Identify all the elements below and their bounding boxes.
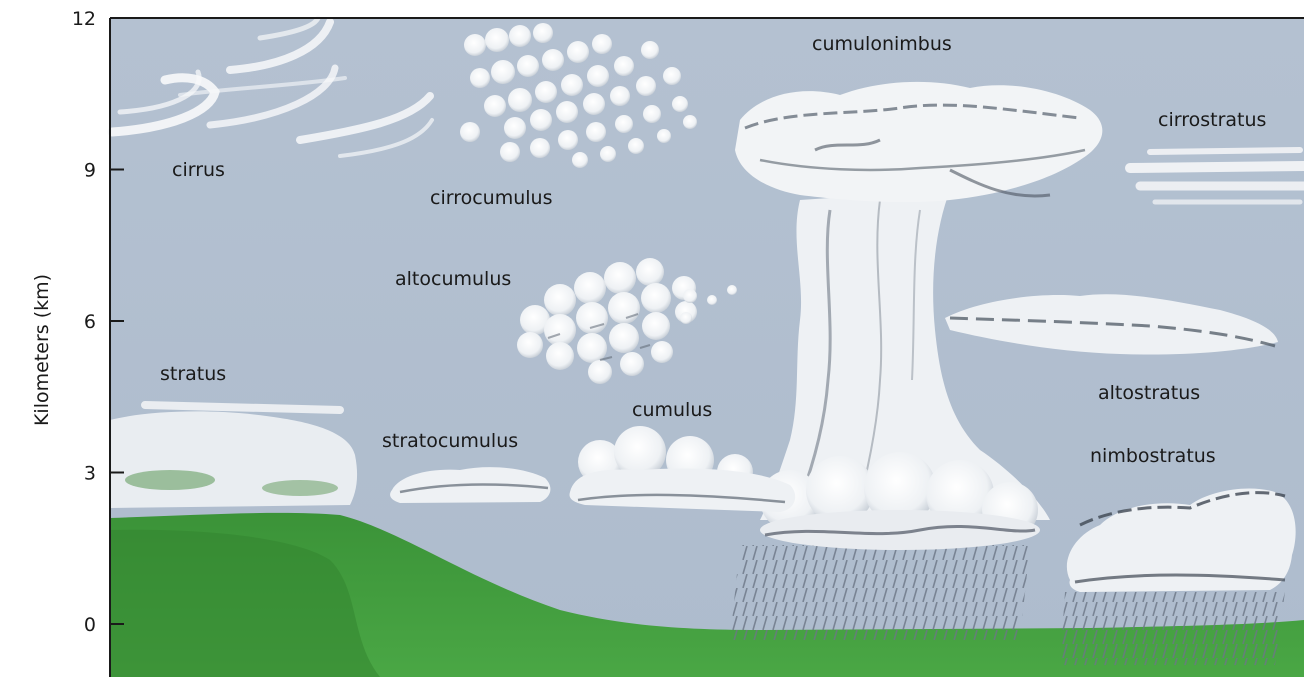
label-cirrus: cirrus: [172, 159, 225, 181]
axis-tick-label: 12: [72, 8, 96, 30]
label-cumulus: cumulus: [632, 399, 712, 421]
axis-tick-label: 6: [84, 311, 96, 333]
axis-tick-label: 9: [84, 160, 96, 182]
label-altostratus: altostratus: [1098, 382, 1200, 404]
label-nimbostratus: nimbostratus: [1090, 445, 1216, 467]
axis-title: Kilometers (km): [31, 274, 53, 426]
label-stratus: stratus: [160, 363, 226, 385]
label-cumulonimbus: cumulonimbus: [812, 33, 952, 55]
axis-tick-label: 0: [84, 614, 96, 636]
axis-tick-label: 3: [84, 463, 96, 485]
label-altocumulus: altocumulus: [395, 268, 511, 290]
label-stratocumulus: stratocumulus: [382, 430, 518, 452]
label-cirrostratus: cirrostratus: [1158, 109, 1266, 131]
label-cirrocumulus: cirrocumulus: [430, 187, 552, 209]
